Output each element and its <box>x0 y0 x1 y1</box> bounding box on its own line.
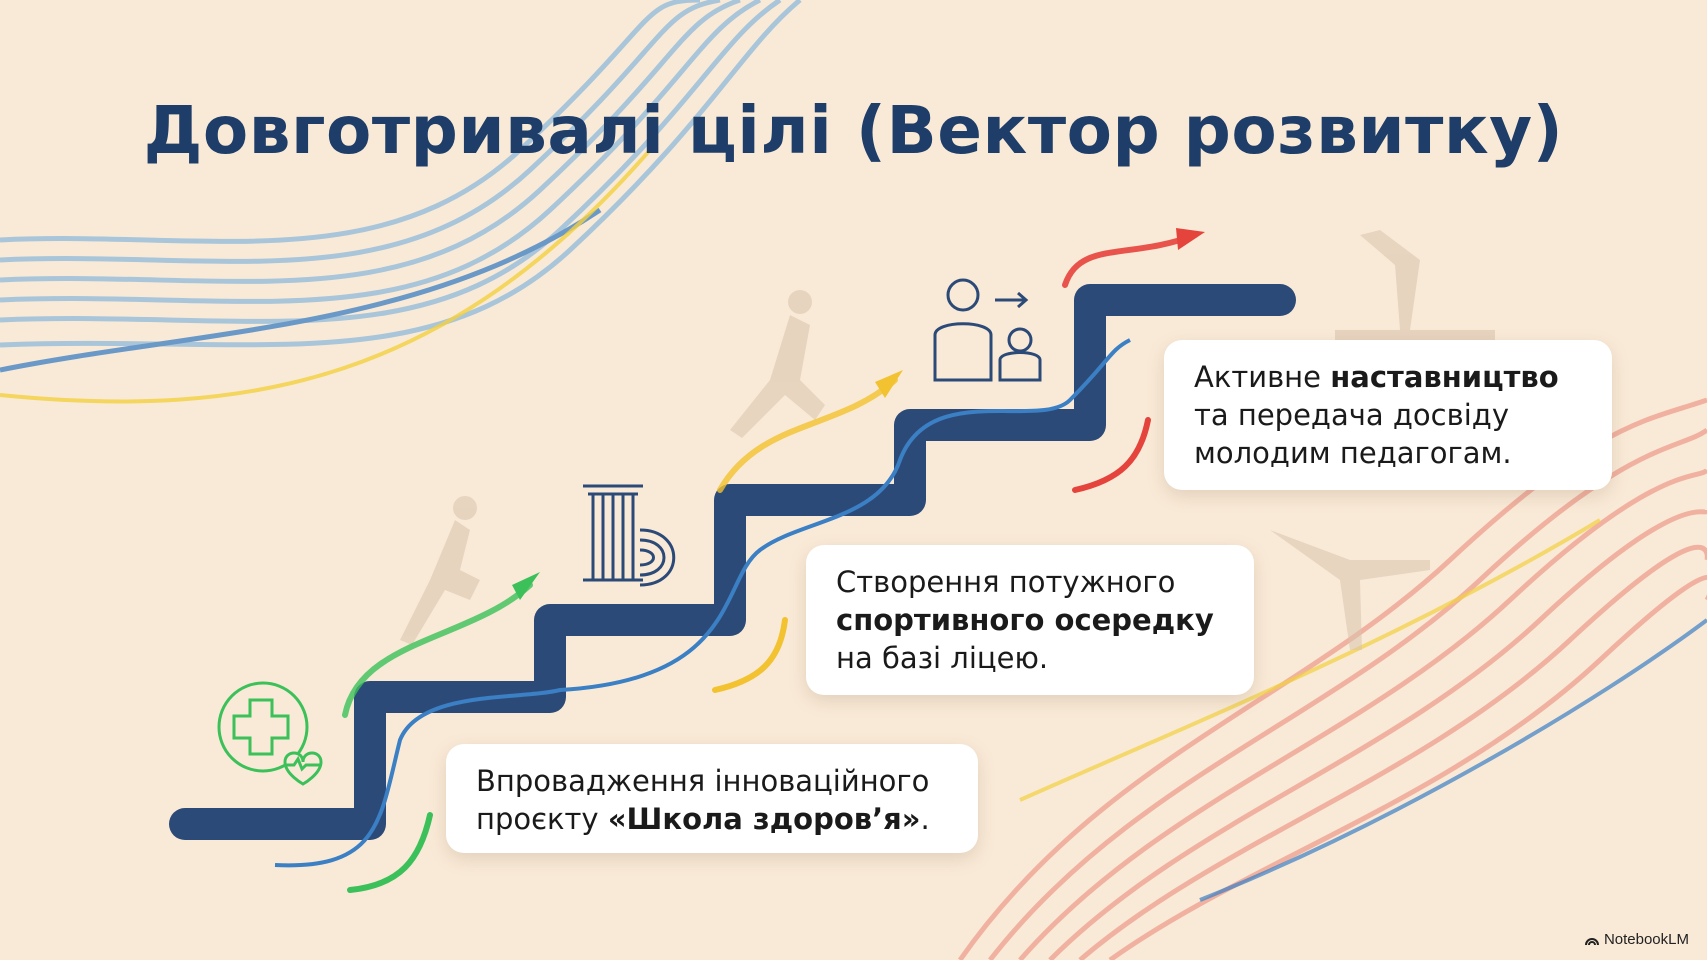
column-stadium-icon <box>583 484 676 587</box>
yellow-wave-line <box>0 148 652 404</box>
card-text: Створення потужного <box>836 565 1176 599</box>
growth-arrows <box>342 232 1198 893</box>
blue-underline-path <box>274 338 1131 868</box>
card-text: Впровадження інноваційного проєкту <box>476 764 930 836</box>
staircase <box>169 284 1296 840</box>
blue-wave-line-right <box>1199 618 1707 902</box>
goal-card-mentorship: Активне наставництво та передача досвіду… <box>1164 340 1612 490</box>
blue-wave-lines <box>0 0 802 373</box>
card-bold-text: «Школа здоров’я» <box>607 802 921 836</box>
brand-label: NotebookLM <box>1603 931 1689 948</box>
card-text: Активне <box>1194 360 1331 394</box>
card-text: на базі ліцею. <box>836 641 1049 675</box>
card-bold-text: спортивного осередку <box>836 603 1214 637</box>
notebooklm-brand: NotebookLM <box>1584 931 1689 948</box>
card-text: та передача досвіду молодим педагогам. <box>1194 398 1512 470</box>
goal-card-sports-center: Створення потужного спортивного осередку… <box>806 545 1254 695</box>
yellow-wave-line-right <box>1019 518 1602 802</box>
mentorship-icon <box>933 278 1042 382</box>
arrow-heads <box>512 228 1205 600</box>
health-icon <box>217 681 323 786</box>
card-text: . <box>920 802 930 836</box>
card-bold-text: наставництво <box>1330 360 1559 394</box>
athlete-silhouettes <box>400 230 1495 650</box>
page-title: Довготривалі цілі (Вектор розвитку) <box>143 92 1564 169</box>
goal-card-school-health: Впровадження інноваційного проєкту «Школ… <box>446 744 978 853</box>
notebooklm-logo-icon <box>1584 937 1599 945</box>
